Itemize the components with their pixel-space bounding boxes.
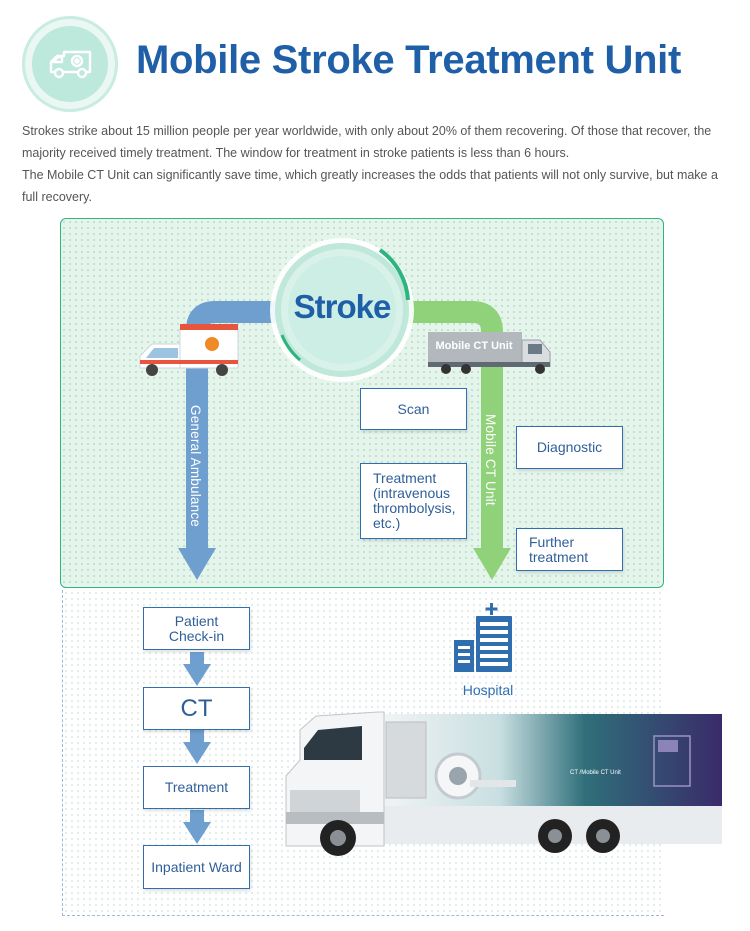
general-ambulance-label: General Ambulance: [188, 405, 203, 527]
mobile-ct-truck-image: [285, 711, 722, 856]
further-treatment-box: Further treatment: [516, 528, 623, 571]
hospital-label: Hospital: [462, 682, 514, 698]
ambulance-path-shaft: [186, 372, 208, 548]
mobile-ct-path-shaft: [481, 372, 503, 548]
mobile-ct-truck-icon: [428, 332, 551, 374]
truck-label: Mobile CT Unit: [435, 340, 513, 352]
logo-badge: [22, 16, 118, 112]
page-title: Mobile Stroke Treatment Unit: [136, 38, 682, 82]
scan-box: Scan: [360, 388, 467, 430]
mobile-unit-icon: [49, 50, 92, 79]
mobile-ct-arrowhead: [473, 548, 511, 580]
mobile-ct-unit-label: Mobile CT Unit: [483, 414, 498, 506]
ct-label: CT: [180, 695, 213, 722]
ambulance-arrowhead: [178, 548, 216, 580]
hospital-flow-arrows: [183, 652, 211, 844]
inpatient-ward-box: Inpatient Ward: [143, 845, 250, 889]
hospital-treatment-box: Treatment: [143, 766, 250, 809]
inpatient-ward-label: Inpatient Ward: [151, 858, 242, 875]
ambulance-icon: [139, 324, 239, 376]
truck-side-text: CT /Mobile CT Unit: [570, 770, 621, 776]
diagnostic-box: Diagnostic: [516, 426, 623, 469]
hospital-treatment-label: Treatment: [164, 779, 229, 795]
ct-box: CT: [143, 687, 250, 730]
treatment-thrombolysis-box: Treatment (intravenous thrombolysis, etc…: [360, 463, 467, 539]
patient-checkin-box: Patient Check-in: [143, 607, 250, 650]
further-treatment-label: Further treatment: [529, 533, 589, 565]
diagnostic-label: Diagnostic: [536, 439, 603, 455]
stroke-label: Stroke: [293, 288, 392, 325]
patient-checkin-label: Patient Check-in: [168, 612, 225, 644]
treatment-thrombolysis-label: Treatment (intravenous thrombolysis, etc…: [373, 470, 456, 531]
intro-paragraph-1: Strokes strike about 15 million people p…: [22, 124, 712, 160]
intro-text: Strokes strike about 15 million people p…: [22, 120, 732, 208]
hospital-icon: [454, 603, 512, 672]
intro-paragraph-2: The Mobile CT Unit can significantly sav…: [22, 168, 718, 204]
scan-label: Scan: [397, 400, 430, 417]
mobile-ct-path: [395, 301, 503, 372]
